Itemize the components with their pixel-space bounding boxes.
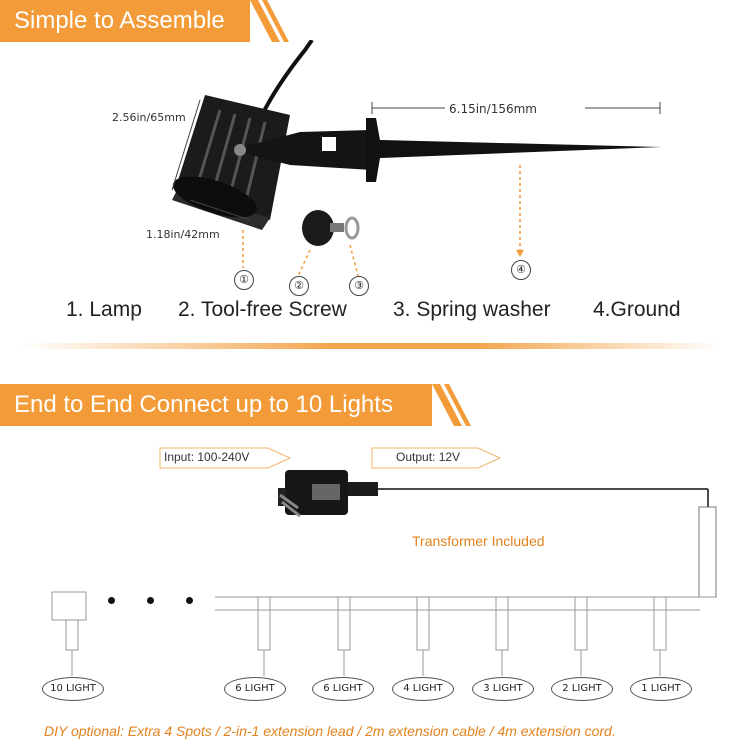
ground-stake bbox=[366, 118, 662, 182]
transformer-included-label: Transformer Included bbox=[412, 533, 545, 549]
callout-4: ④ bbox=[511, 260, 531, 280]
dimension-height: 2.56in/65mm bbox=[112, 111, 186, 124]
banner-stripes bbox=[250, 0, 289, 42]
section-divider bbox=[20, 343, 720, 349]
power-cable bbox=[260, 40, 314, 116]
part-screw: 2. Tool-free Screw bbox=[178, 298, 347, 321]
ellipsis-dot bbox=[147, 597, 154, 604]
section-title-assemble: Simple to Assemble bbox=[0, 0, 250, 42]
light-tag-10: 10 LIGHT bbox=[42, 677, 104, 701]
callout-2: ② bbox=[289, 276, 309, 296]
lamp-illustration bbox=[171, 40, 662, 277]
bracket bbox=[232, 130, 372, 170]
wiring-diagram bbox=[51, 470, 717, 676]
light-tag-2: 2 LIGHT bbox=[551, 677, 613, 701]
light-tag-1: 1 LIGHT bbox=[630, 677, 692, 701]
dimension-stake-length: 6.15in/156mm bbox=[449, 102, 537, 116]
spring-washer bbox=[344, 216, 360, 240]
light-tag-4: 4 LIGHT bbox=[392, 677, 454, 701]
tool-free-screw bbox=[302, 210, 344, 246]
transformer bbox=[278, 470, 378, 518]
ellipsis-dot bbox=[186, 597, 193, 604]
callout-1: ① bbox=[234, 270, 254, 290]
light-tag-6b: 6 LIGHT bbox=[312, 677, 374, 701]
ellipsis-dot bbox=[108, 597, 115, 604]
lamp-body bbox=[172, 95, 290, 230]
output-label: Output: 12V bbox=[396, 450, 461, 464]
part-lamp: 1. Lamp bbox=[66, 298, 142, 321]
light-tag-6a: 6 LIGHT bbox=[224, 677, 286, 701]
light-tag-3: 3 LIGHT bbox=[472, 677, 534, 701]
power-arrows bbox=[159, 447, 502, 469]
dimension-width: 1.18in/42mm bbox=[146, 228, 220, 241]
diy-optional-note: DIY optional: Extra 4 Spots / 2-in-1 ext… bbox=[44, 723, 616, 739]
callout-3: ③ bbox=[349, 276, 369, 296]
part-washer: 3. Spring washer bbox=[393, 298, 551, 321]
banner-stripes-2 bbox=[432, 384, 471, 426]
section-title-connect: End to End Connect up to 10 Lights bbox=[0, 384, 432, 426]
input-label: Input: 100-240V bbox=[164, 450, 250, 464]
part-ground: 4.Ground bbox=[593, 298, 681, 321]
